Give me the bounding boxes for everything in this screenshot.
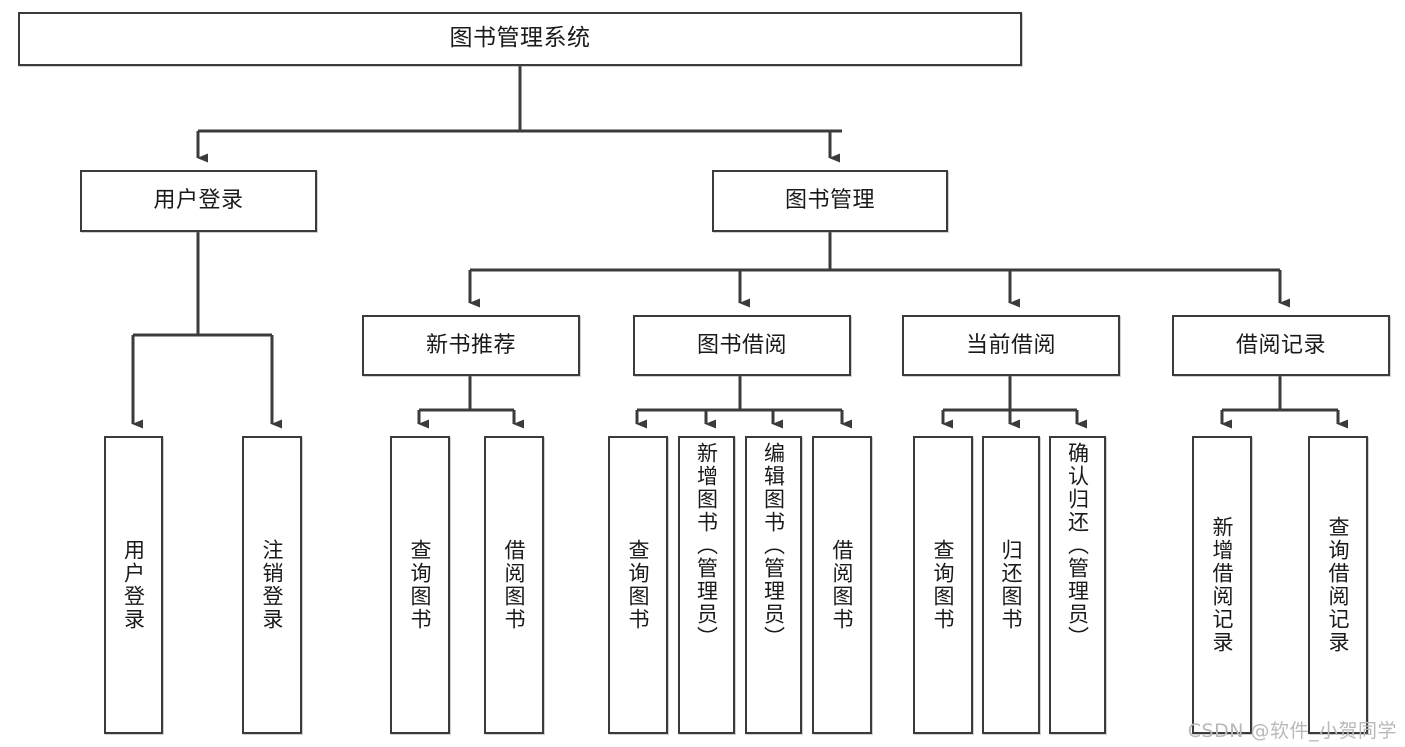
node-root-book-management-system[interactable]: 图书管理系统 bbox=[18, 12, 1022, 66]
node-leaf-recommend-query-book-label: 查询图书 bbox=[408, 539, 433, 631]
node-leaf-recommend-query-book[interactable]: 查询图书 bbox=[390, 436, 450, 734]
node-new-book-recommend[interactable]: 新书推荐 bbox=[362, 315, 580, 376]
node-leaf-user-login[interactable]: 用户登录 bbox=[104, 436, 163, 734]
node-borrow-record[interactable]: 借阅记录 bbox=[1172, 315, 1390, 376]
node-book-borrow[interactable]: 图书借阅 bbox=[633, 315, 851, 376]
node-current-borrow[interactable]: 当前借阅 bbox=[902, 315, 1120, 376]
node-book-management-label: 图书管理 bbox=[784, 188, 875, 214]
node-book-borrow-label: 图书借阅 bbox=[696, 332, 787, 358]
node-leaf-borrow-query-book-label: 查询图书 bbox=[626, 539, 651, 631]
node-leaf-edit-book-admin-label: 编辑图书（管理员） bbox=[761, 442, 786, 649]
node-leaf-borrow-query-book[interactable]: 查询图书 bbox=[608, 436, 668, 734]
node-leaf-user-login-label: 用户登录 bbox=[121, 539, 146, 631]
node-leaf-recommend-borrow-book[interactable]: 借阅图书 bbox=[484, 436, 544, 734]
node-leaf-logout-label: 注销登录 bbox=[260, 539, 285, 631]
node-leaf-confirm-return-admin[interactable]: 确认归还（管理员） bbox=[1049, 436, 1106, 734]
node-user-login[interactable]: 用户登录 bbox=[80, 170, 317, 232]
node-borrow-record-label: 借阅记录 bbox=[1235, 332, 1326, 358]
node-leaf-borrow-lend-book-label: 借阅图书 bbox=[830, 539, 855, 631]
node-leaf-add-book-admin[interactable]: 新增图书（管理员） bbox=[678, 436, 735, 734]
node-leaf-query-borrow-record-label: 查询借阅记录 bbox=[1326, 516, 1351, 654]
node-leaf-return-book-label: 归还图书 bbox=[999, 539, 1024, 631]
watermark-text: CSDN @软件_小贺同学 bbox=[1187, 720, 1397, 742]
node-leaf-logout[interactable]: 注销登录 bbox=[242, 436, 302, 734]
node-leaf-recommend-borrow-book-label: 借阅图书 bbox=[502, 539, 527, 631]
node-book-management[interactable]: 图书管理 bbox=[712, 170, 948, 232]
node-user-login-label: 用户登录 bbox=[153, 188, 244, 214]
node-leaf-return-book[interactable]: 归还图书 bbox=[982, 436, 1040, 734]
node-leaf-query-borrow-record[interactable]: 查询借阅记录 bbox=[1308, 436, 1368, 734]
node-leaf-current-query-book[interactable]: 查询图书 bbox=[913, 436, 973, 734]
node-current-borrow-label: 当前借阅 bbox=[965, 332, 1056, 358]
node-leaf-confirm-return-admin-label: 确认归还（管理员） bbox=[1065, 442, 1090, 649]
node-leaf-add-borrow-record[interactable]: 新增借阅记录 bbox=[1192, 436, 1252, 734]
node-leaf-current-query-book-label: 查询图书 bbox=[931, 539, 956, 631]
node-leaf-add-borrow-record-label: 新增借阅记录 bbox=[1210, 516, 1235, 654]
node-leaf-add-book-admin-label: 新增图书（管理员） bbox=[694, 442, 719, 649]
node-leaf-edit-book-admin[interactable]: 编辑图书（管理员） bbox=[745, 436, 802, 734]
node-root-label: 图书管理系统 bbox=[449, 25, 591, 52]
node-leaf-borrow-lend-book[interactable]: 借阅图书 bbox=[812, 436, 872, 734]
node-new-book-recommend-label: 新书推荐 bbox=[425, 332, 516, 358]
